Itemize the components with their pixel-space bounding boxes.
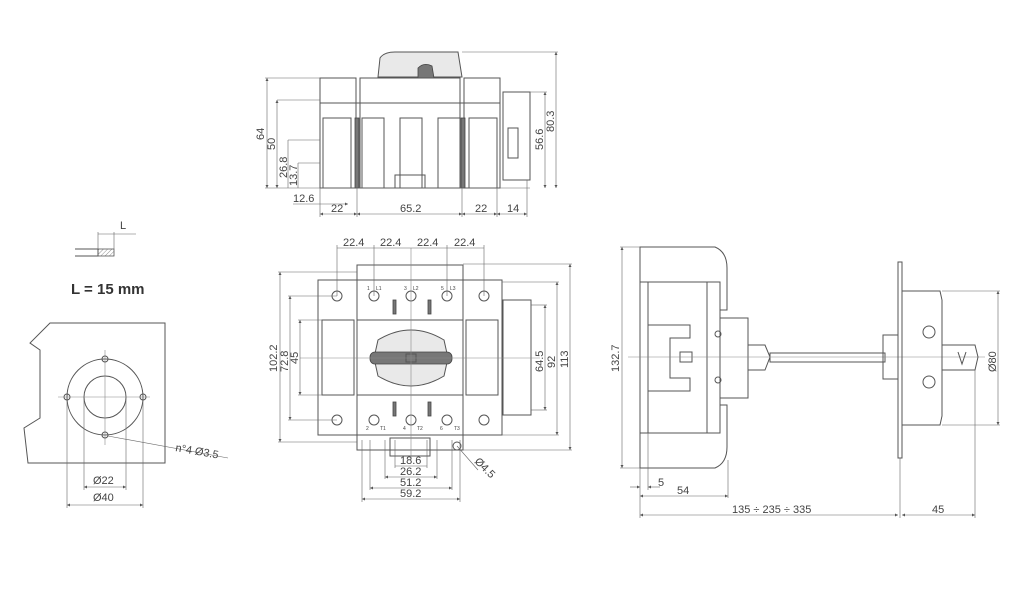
terminal-2: 2 [366, 426, 369, 432]
dim-front-26-2: 26.2 [400, 466, 421, 478]
holes-label: n°4 Ø3.5 [174, 442, 219, 461]
dim-outer-dia: Ø40 [93, 492, 114, 504]
detail-L-label: L [120, 220, 126, 232]
terminal-T2: T2 [417, 426, 423, 432]
terminal-L2: L2 [413, 286, 419, 292]
terminal-4: 4 [403, 426, 406, 432]
dim-hole-dia: Ø4.5 [472, 456, 497, 481]
dim-top-22a: 22 [331, 203, 343, 215]
dim-pitch-3: 22.4 [417, 237, 438, 249]
dim-pitch-2: 22.4 [380, 237, 401, 249]
dim-top-65-2: 65.2 [400, 203, 421, 215]
dim-top-50: 50 [266, 138, 278, 150]
dim-side-45: 45 [932, 504, 944, 516]
dim-front-72-8: 72.8 [279, 351, 291, 372]
dim-front-18-6: 18.6 [400, 455, 421, 467]
dim-front-102-2: 102.2 [268, 344, 280, 372]
front-view: 1 L1 3 L2 5 L3 2 T1 4 T2 6 T3 22.4 22.4 … [268, 237, 572, 502]
dim-shaft-lengths: 135 ÷ 235 ÷ 335 [732, 504, 811, 516]
thickness-note: L = 15 mm [71, 281, 145, 298]
dim-front-59-2: 59.2 [400, 488, 421, 500]
terminal-T1: T1 [380, 426, 386, 432]
terminal-T3: T3 [454, 426, 460, 432]
top-view: 64 50 26.8 13.7 80.3 56.6 12.6 22 65.2 2… [255, 51, 558, 217]
mounting-cutout-view: n°4 Ø3.5 Ø22 Ø40 [23, 322, 229, 508]
dim-top-56-6: 56.6 [534, 129, 546, 150]
dim-side-height: 132.7 [610, 344, 622, 372]
dim-inner-dia: Ø22 [93, 475, 114, 487]
dim-top-12-6: 12.6 [293, 193, 314, 205]
dim-front-51-2: 51.2 [400, 477, 421, 489]
terminal-L1: L1 [376, 286, 382, 292]
dim-front-64-5: 64.5 [534, 351, 546, 372]
dim-top-14: 14 [507, 203, 519, 215]
dim-side-54: 54 [677, 485, 689, 497]
dim-top-26-8: 26.8 [278, 157, 290, 178]
dim-top-80-3: 80.3 [545, 111, 557, 132]
dim-top-22b: 22 [475, 203, 487, 215]
dim-front-45: 45 [289, 352, 301, 364]
dim-side-5: 5 [658, 477, 664, 489]
dim-front-113: 113 [559, 350, 571, 368]
dim-front-92: 92 [546, 356, 558, 368]
dim-pitch-1: 22.4 [343, 237, 364, 249]
terminal-5: 5 [441, 286, 444, 292]
dim-top-13-7: 13.7 [288, 165, 300, 186]
terminal-1: 1 [367, 286, 370, 292]
dim-top-64: 64 [255, 128, 267, 140]
side-view: 132.7 Ø80 5 54 135 ÷ 235 ÷ 335 45 [610, 246, 1000, 518]
terminal-6: 6 [440, 426, 443, 432]
dim-pitch-4: 22.4 [454, 237, 475, 249]
terminal-L3: L3 [450, 286, 456, 292]
thickness-detail: L L = 15 mm [71, 220, 145, 298]
dim-handle-dia: Ø80 [987, 351, 999, 372]
terminal-3: 3 [404, 286, 407, 292]
